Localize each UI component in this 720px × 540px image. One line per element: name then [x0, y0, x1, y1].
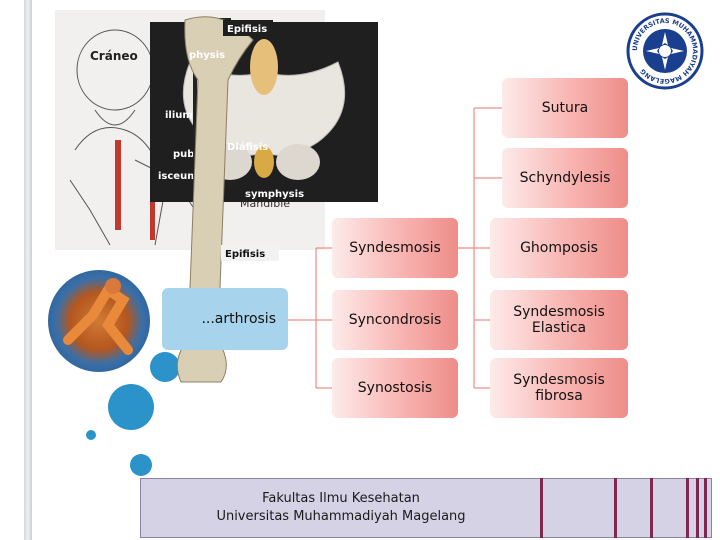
decor-circle-tiny: [86, 430, 96, 440]
decor-circle-large: [108, 384, 154, 430]
root-node-arthrosis: ...arthrosis: [162, 288, 288, 350]
bone-label-diafisis: Diáfisis: [227, 141, 268, 153]
node-syncondrosis: Syncondrosis: [332, 290, 458, 350]
node-synostosis: Synostosis: [332, 358, 458, 418]
node-ghomposis: Ghomposis: [490, 218, 628, 278]
decor-circle-medium: [150, 352, 180, 382]
footer-text: Fakultas Ilmu Kesehatan Universitas Muha…: [142, 478, 540, 538]
left-border-stripe: [24, 0, 32, 540]
runner-anatomy-image: [48, 270, 150, 372]
pelvis-label-isceum: isceum: [158, 171, 198, 182]
footer-bar-4: [686, 478, 689, 538]
footer-line-faculty: Fakultas Ilmu Kesehatan: [262, 491, 420, 507]
university-logo: UNIVERSITAS MUHAMMADIYAH MAGELANG: [626, 12, 704, 90]
node-syndesmosis-label: Syndesmosis: [349, 239, 441, 256]
node-sutura-label: Sutura: [541, 99, 589, 116]
pelvis-label-ilium: ilium: [165, 110, 193, 121]
footer-bar-2: [614, 478, 617, 538]
footer-bar-5: [696, 478, 699, 538]
node-sutura: Sutura: [502, 78, 628, 138]
node-syndesmosis: Syndesmosis: [332, 218, 458, 278]
bone-label-epifisis-top: Epifisis: [227, 24, 267, 35]
node-syndesmosis-fibrosa: Syndesmosis fibrosa: [490, 358, 628, 418]
footer-line-university: Universitas Muhammadiyah Magelang: [216, 509, 466, 524]
footer-bar-3: [650, 478, 653, 538]
skeleton-label-craneo: Cráneo: [90, 49, 138, 63]
node-ghomposis-label: Ghomposis: [520, 239, 598, 256]
footer-bar-6: [704, 478, 707, 538]
node-syndesmosis-elastica-label: Syndesmosis Elastica: [513, 303, 605, 336]
node-syncondrosis-label: Syncondrosis: [348, 311, 442, 328]
decor-circle-small: [130, 454, 152, 476]
bone-label-epifisis-bottom: Epifisis: [225, 249, 265, 260]
pelvis-label-symphysis: symphysis: [245, 189, 304, 200]
node-syndesmosis-fibrosa-label: Syndesmosis fibrosa: [513, 371, 605, 404]
root-node-label: ...arthrosis: [201, 310, 276, 327]
footer-bar-1: [540, 478, 543, 538]
node-syndesmosis-elastica: Syndesmosis Elastica: [490, 290, 628, 350]
pelvis-label-pubis: pubis: [173, 149, 204, 160]
node-schyndylesis: Schyndylesis: [502, 148, 628, 208]
node-schyndylesis-label: Schyndylesis: [519, 169, 611, 186]
node-synostosis-label: Synostosis: [357, 379, 433, 396]
pelvis-photo-image: ilium pubis isceum symphysis: [150, 22, 378, 202]
bone-label-metafisis: physis: [189, 50, 225, 61]
